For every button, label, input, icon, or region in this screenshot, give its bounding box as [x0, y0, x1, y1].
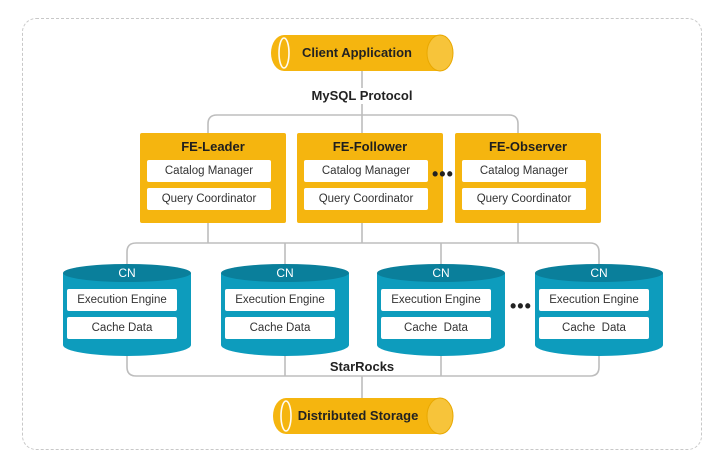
distributed-storage-label: Distributed Storage	[297, 408, 419, 423]
protocol-label: MySQL Protocol	[311, 88, 413, 103]
fe-leader-node: FE-Leader Catalog Manager Query Coordina…	[140, 133, 286, 223]
query-coordinator: Query Coordinator	[462, 188, 586, 210]
cache-data: Cache Data	[381, 317, 491, 339]
cache-data: Cache Data	[539, 317, 649, 339]
execution-engine: Execution Engine	[225, 289, 335, 311]
cn-title: CN	[118, 266, 136, 280]
client-cylinder-shape	[271, 34, 454, 72]
storage-cylinder-shape	[273, 397, 454, 435]
client-application: Client Application	[270, 34, 454, 72]
fe-ellipsis: •••	[432, 164, 454, 184]
cn-title: CN	[432, 266, 450, 280]
distributed-storage: Distributed Storage	[272, 397, 454, 435]
fe-observer-node: FE-Observer Catalog Manager Query Coordi…	[455, 133, 601, 223]
cache-data: Cache Data	[225, 317, 335, 339]
query-coordinator: Query Coordinator	[304, 188, 428, 210]
cn-title: CN	[276, 266, 294, 280]
catalog-manager: Catalog Manager	[147, 160, 271, 182]
cache-data: Cache Data	[67, 317, 177, 339]
fe-node-title: FE-Observer	[488, 139, 568, 154]
cn-node: CN Execution Engine Cache Data	[534, 263, 664, 357]
cn-node: CN Execution Engine Cache Data	[62, 263, 192, 357]
cluster-label: StarRocks	[320, 359, 404, 374]
cn-ellipsis: •••	[510, 296, 532, 316]
cn-node: CN Execution Engine Cache Data	[376, 263, 506, 357]
query-coordinator: Query Coordinator	[147, 188, 271, 210]
cn-title: CN	[590, 266, 608, 280]
catalog-manager: Catalog Manager	[462, 160, 586, 182]
fe-node-title: FE-Leader	[181, 139, 245, 154]
diagram-frame	[22, 18, 702, 450]
execution-engine: Execution Engine	[67, 289, 177, 311]
cn-node: CN Execution Engine Cache Data	[220, 263, 350, 357]
execution-engine: Execution Engine	[539, 289, 649, 311]
catalog-manager: Catalog Manager	[304, 160, 428, 182]
fe-node-title: FE-Follower	[332, 139, 408, 154]
fe-follower-node: FE-Follower Catalog Manager Query Coordi…	[297, 133, 443, 223]
execution-engine: Execution Engine	[381, 289, 491, 311]
client-application-label: Client Application	[301, 45, 413, 60]
